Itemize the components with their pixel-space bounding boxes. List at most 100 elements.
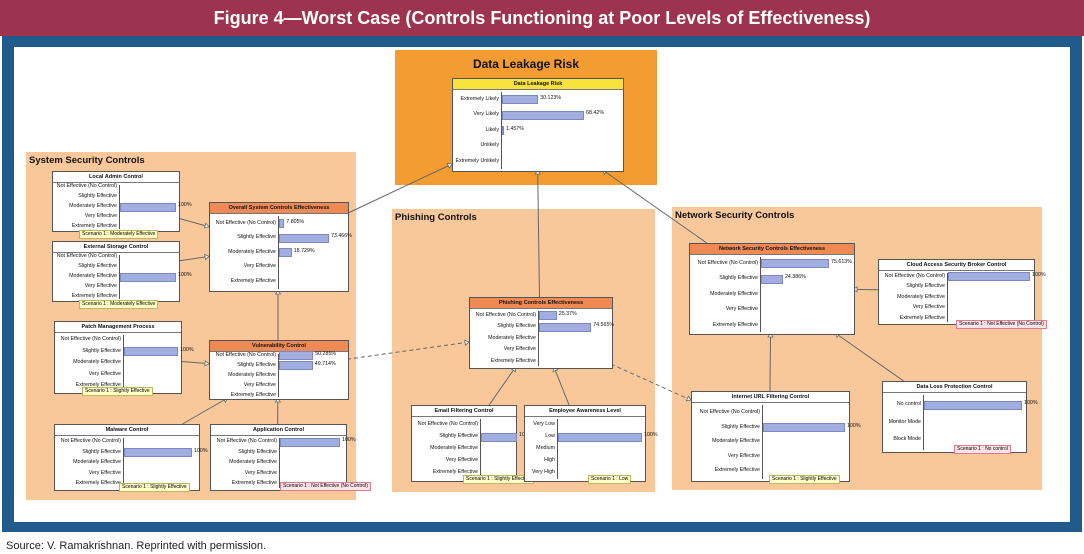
state-label: Unlikely	[480, 142, 499, 148]
state-label: Not Effective (No Control)	[417, 421, 478, 427]
state-label: Slightly Effective	[237, 234, 276, 240]
node-title: Patch Management Process	[55, 322, 181, 333]
scenario-tag: Scenario 1 : Moderately Effective	[79, 230, 159, 239]
state-label: Extremely Likely	[460, 95, 499, 102]
state-label: Low	[545, 433, 555, 439]
node-title: Malware Control	[55, 425, 199, 436]
state-axis	[123, 335, 124, 391]
state-axis	[480, 419, 481, 479]
link-local-admin-control-to-overall-system-controls	[177, 217, 210, 228]
state-label: Extremely Effective	[71, 293, 117, 299]
state-label: Very Effective	[244, 469, 277, 476]
link-vulnerability-control-to-phishing-controls-effectiveness	[346, 341, 470, 360]
state-label: Extremely Effective	[432, 469, 478, 475]
state-label: Extremely Effective	[714, 467, 760, 473]
scenario-tag: Scenario 1 : Slightly Effective	[119, 483, 190, 492]
probability-bar	[539, 322, 592, 332]
node-body: Not Effective (No Control)100%Slightly E…	[879, 271, 1046, 324]
state-label: Not Effective (No Control)	[56, 253, 117, 259]
state-label: Extremely Effective	[230, 277, 276, 284]
scenario-tag: Scenario 1 : Moderately Effective	[79, 300, 159, 309]
node-title: Employee Awareness Level	[525, 406, 645, 417]
state-label: Extremely Effective	[230, 391, 276, 398]
state-axis	[501, 92, 502, 169]
figure-title: Figure 4—Worst Case (Controls Functionin…	[0, 0, 1084, 36]
state-label: Moderately Effective	[73, 459, 121, 465]
state-label: Moderately Effective	[228, 248, 276, 255]
state-label: Slightly Effective	[82, 448, 121, 455]
state-label: Slightly Effective	[497, 323, 536, 329]
link-internet-url-filtering-control-to-network-security-controls-effectiveness	[769, 332, 772, 392]
state-label: Not Effective (No Control)	[699, 409, 760, 415]
state-axis	[557, 419, 558, 479]
probability-value: 100%	[178, 272, 192, 278]
probability-bar	[481, 432, 517, 442]
state-axis	[760, 257, 761, 332]
node-body: Not Effective (No Control)25.37%Slightly…	[470, 309, 614, 368]
probability-value: 100%	[194, 447, 208, 454]
network-canvas: Data Leakage Risk System Security Contro…	[14, 47, 1070, 522]
node-title: Cloud Access Security Broker Control	[879, 260, 1034, 271]
state-label: Extremely Effective	[899, 314, 945, 321]
state-label: Slightly Effective	[78, 193, 117, 199]
state-label: Very Effective	[243, 263, 276, 269]
state-label: Very Effective	[725, 306, 758, 312]
scenario-tag: Scenario 1 : No control	[954, 445, 1011, 454]
probability-bar	[502, 126, 504, 135]
node-title: Local Admin Control	[53, 172, 179, 183]
node-body: Not Effective (No Control)75.613%Slightl…	[690, 255, 854, 334]
node-body: Not Effective (No Control)50.285%Slightl…	[210, 350, 348, 399]
node-title: Data Leakage Risk	[453, 79, 623, 90]
probability-bar	[761, 274, 783, 284]
state-label: Not Effective (No Control)	[884, 272, 945, 279]
state-label: Block Mode	[893, 436, 921, 442]
state-label: Very Effective	[88, 469, 121, 476]
region-title: Network Security Controls	[675, 210, 795, 221]
state-label: Very Effective	[84, 283, 117, 289]
scenario-tag: Scenario 1 : Low	[588, 475, 632, 484]
probability-value: 50.285%	[315, 350, 337, 357]
node-body: Not Effective (No Control)Slightly Effec…	[53, 253, 192, 301]
state-axis	[947, 273, 948, 322]
probability-value: 100%	[342, 437, 356, 443]
state-label: Extremely Effective	[231, 480, 277, 486]
state-label: Moderately Effective	[430, 445, 478, 451]
link-malware-control-to-vulnerability-control	[182, 397, 228, 425]
state-label: Slightly Effective	[238, 448, 277, 455]
state-axis	[123, 438, 124, 488]
probability-value: 24.386%	[784, 274, 806, 280]
state-label: Very Low	[533, 421, 555, 427]
region-title: System Security Controls	[29, 155, 145, 166]
state-label: Not Effective (No Control)	[697, 259, 758, 266]
state-label: Likely	[485, 126, 499, 133]
probability-value: 100%	[847, 422, 861, 429]
state-label: Not Effective (No Control)	[60, 336, 121, 342]
state-label: Extremely Unlikely	[455, 157, 499, 164]
state-label: Extremely Effective	[71, 223, 117, 229]
state-label: Extremely Effective	[712, 321, 758, 328]
probability-bar	[120, 202, 176, 212]
state-axis	[279, 438, 280, 488]
state-label: Not Effective (No Control)	[56, 183, 117, 189]
probability-bar	[502, 110, 585, 120]
arrowhead	[203, 222, 210, 229]
node-body: Not Effective (No Control)Slightly Effec…	[55, 436, 208, 490]
link-patch-management-process-to-vulnerability-control	[179, 360, 210, 365]
arrowhead	[204, 360, 210, 367]
state-axis	[538, 311, 539, 366]
